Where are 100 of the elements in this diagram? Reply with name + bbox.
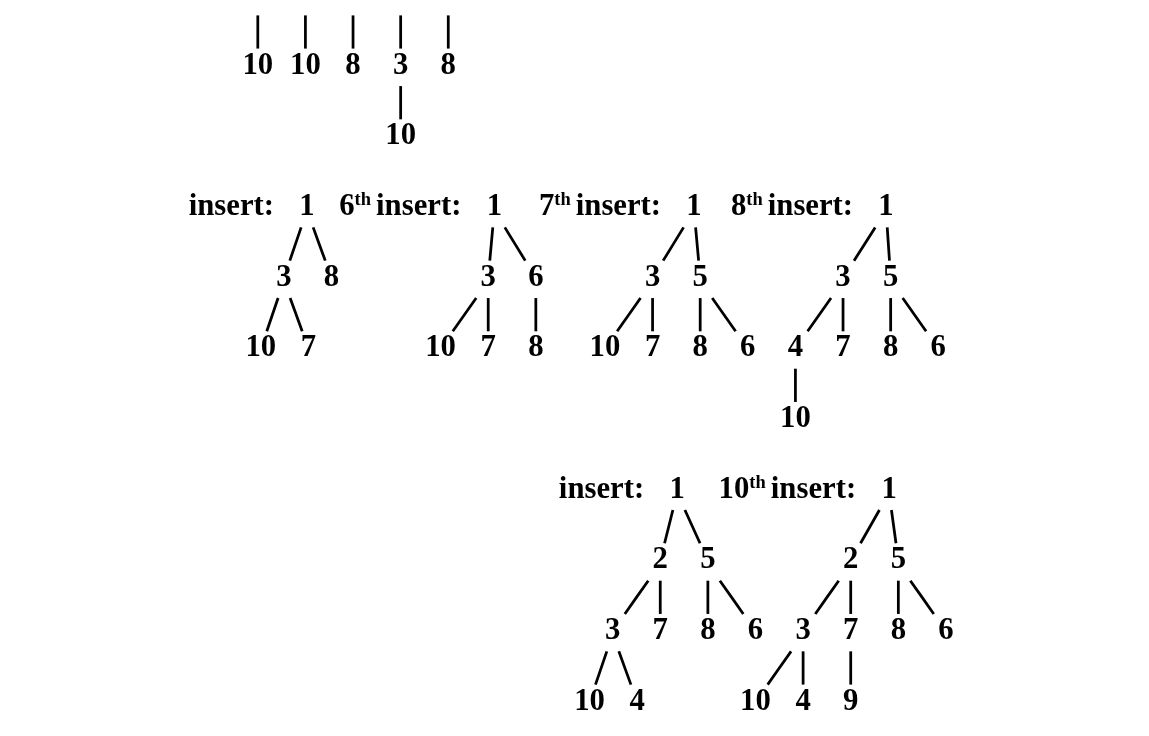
- connector: [901, 297, 927, 333]
- node-text: 3: [834, 258, 851, 293]
- connector: [806, 297, 832, 333]
- connector: [766, 650, 792, 686]
- node-text: 5: [692, 258, 708, 293]
- connector: [693, 227, 700, 261]
- connector: [446, 15, 450, 49]
- node-text: 6: [930, 329, 946, 364]
- node-text: 3: [604, 611, 620, 646]
- node-text: 9: [842, 682, 858, 717]
- node-text: 3: [480, 258, 496, 293]
- connector: [710, 297, 737, 333]
- node-text: 1: [877, 187, 894, 222]
- node-text: 5: [882, 258, 898, 293]
- node-label: insert:: [188, 187, 274, 222]
- connector: [503, 226, 526, 262]
- connector: [533, 298, 537, 332]
- node-text: 1: [668, 470, 685, 505]
- connector: [486, 298, 490, 332]
- node-text: 10: [424, 329, 456, 364]
- node-text: 6: [739, 329, 755, 364]
- node-text: 7: [834, 329, 851, 364]
- node-label: 6$^{th}$ insert:: [338, 187, 461, 222]
- connector: [852, 226, 876, 262]
- node-text: 10: [245, 329, 276, 364]
- node-label: insert:: [558, 470, 644, 505]
- connector: [813, 579, 840, 615]
- node-text: 3: [794, 611, 811, 646]
- connector: [718, 579, 744, 615]
- node-text: 8: [323, 258, 339, 293]
- node-text: 10: [289, 46, 321, 81]
- node-text: 1: [486, 187, 502, 222]
- node-text: 1: [298, 187, 315, 222]
- connector: [593, 650, 608, 686]
- node-text: 2: [652, 541, 668, 576]
- node-text: 10: [384, 117, 416, 152]
- node-text: 4: [794, 682, 811, 717]
- connector: [841, 298, 844, 332]
- node-text: 10: [589, 329, 620, 364]
- node-text: 3: [275, 258, 292, 293]
- node-text: 8: [692, 329, 708, 364]
- connector: [351, 15, 354, 49]
- connector: [650, 298, 654, 332]
- connector: [615, 297, 642, 333]
- node-label: 10$^{th}$ insert:: [718, 470, 856, 505]
- connector: [288, 297, 303, 332]
- connector: [848, 580, 852, 614]
- node-text: 8: [344, 46, 361, 81]
- connector: [793, 368, 797, 402]
- connector: [311, 226, 327, 262]
- node-text: 8: [882, 329, 898, 364]
- node-text: 7: [480, 329, 496, 364]
- node-text: 10: [241, 46, 273, 81]
- node-text: 8: [699, 611, 716, 646]
- node-text: 8: [890, 611, 906, 646]
- node-text: 7: [652, 611, 668, 646]
- connector: [888, 298, 892, 332]
- connector: [303, 15, 307, 49]
- node-label: 7$^{th}$ insert:: [538, 187, 661, 222]
- node-text: 5: [890, 541, 906, 576]
- connector: [451, 297, 477, 333]
- connector: [662, 509, 674, 544]
- connector: [683, 509, 701, 544]
- connector: [858, 509, 881, 544]
- node-label: 8$^{th}$ insert:: [730, 187, 853, 222]
- connector: [264, 297, 279, 332]
- node-text: 5: [699, 541, 716, 576]
- node-text: 10: [573, 682, 605, 717]
- connector: [896, 580, 900, 614]
- connector: [801, 651, 804, 685]
- node-text: 6: [747, 611, 763, 646]
- node-text: 8: [440, 46, 456, 81]
- connector: [617, 650, 632, 686]
- node-text: 10: [739, 682, 771, 717]
- connector: [885, 227, 891, 261]
- connector: [487, 227, 494, 261]
- connector: [889, 509, 897, 544]
- node-text: 7: [842, 611, 858, 646]
- node-text: 7: [644, 329, 660, 364]
- node-text: 1: [685, 187, 702, 222]
- connector: [398, 15, 402, 49]
- node-text: 4: [787, 329, 803, 364]
- connector: [661, 226, 685, 262]
- node-text: 4: [629, 682, 645, 717]
- connector: [255, 15, 259, 49]
- connector: [908, 579, 935, 615]
- node-text: 10: [779, 399, 811, 434]
- connector: [288, 226, 302, 262]
- node-text: 7: [300, 329, 316, 364]
- connector: [658, 580, 662, 614]
- node-text: 8: [527, 329, 544, 364]
- node-text: 3: [644, 258, 660, 293]
- node-text: 6: [937, 611, 954, 646]
- connector: [698, 298, 702, 332]
- node-text: 1: [880, 470, 897, 505]
- connector: [623, 579, 649, 615]
- node-text: 2: [842, 541, 858, 576]
- node-text: 6: [527, 258, 544, 293]
- connector: [706, 580, 709, 614]
- connector: [848, 651, 852, 685]
